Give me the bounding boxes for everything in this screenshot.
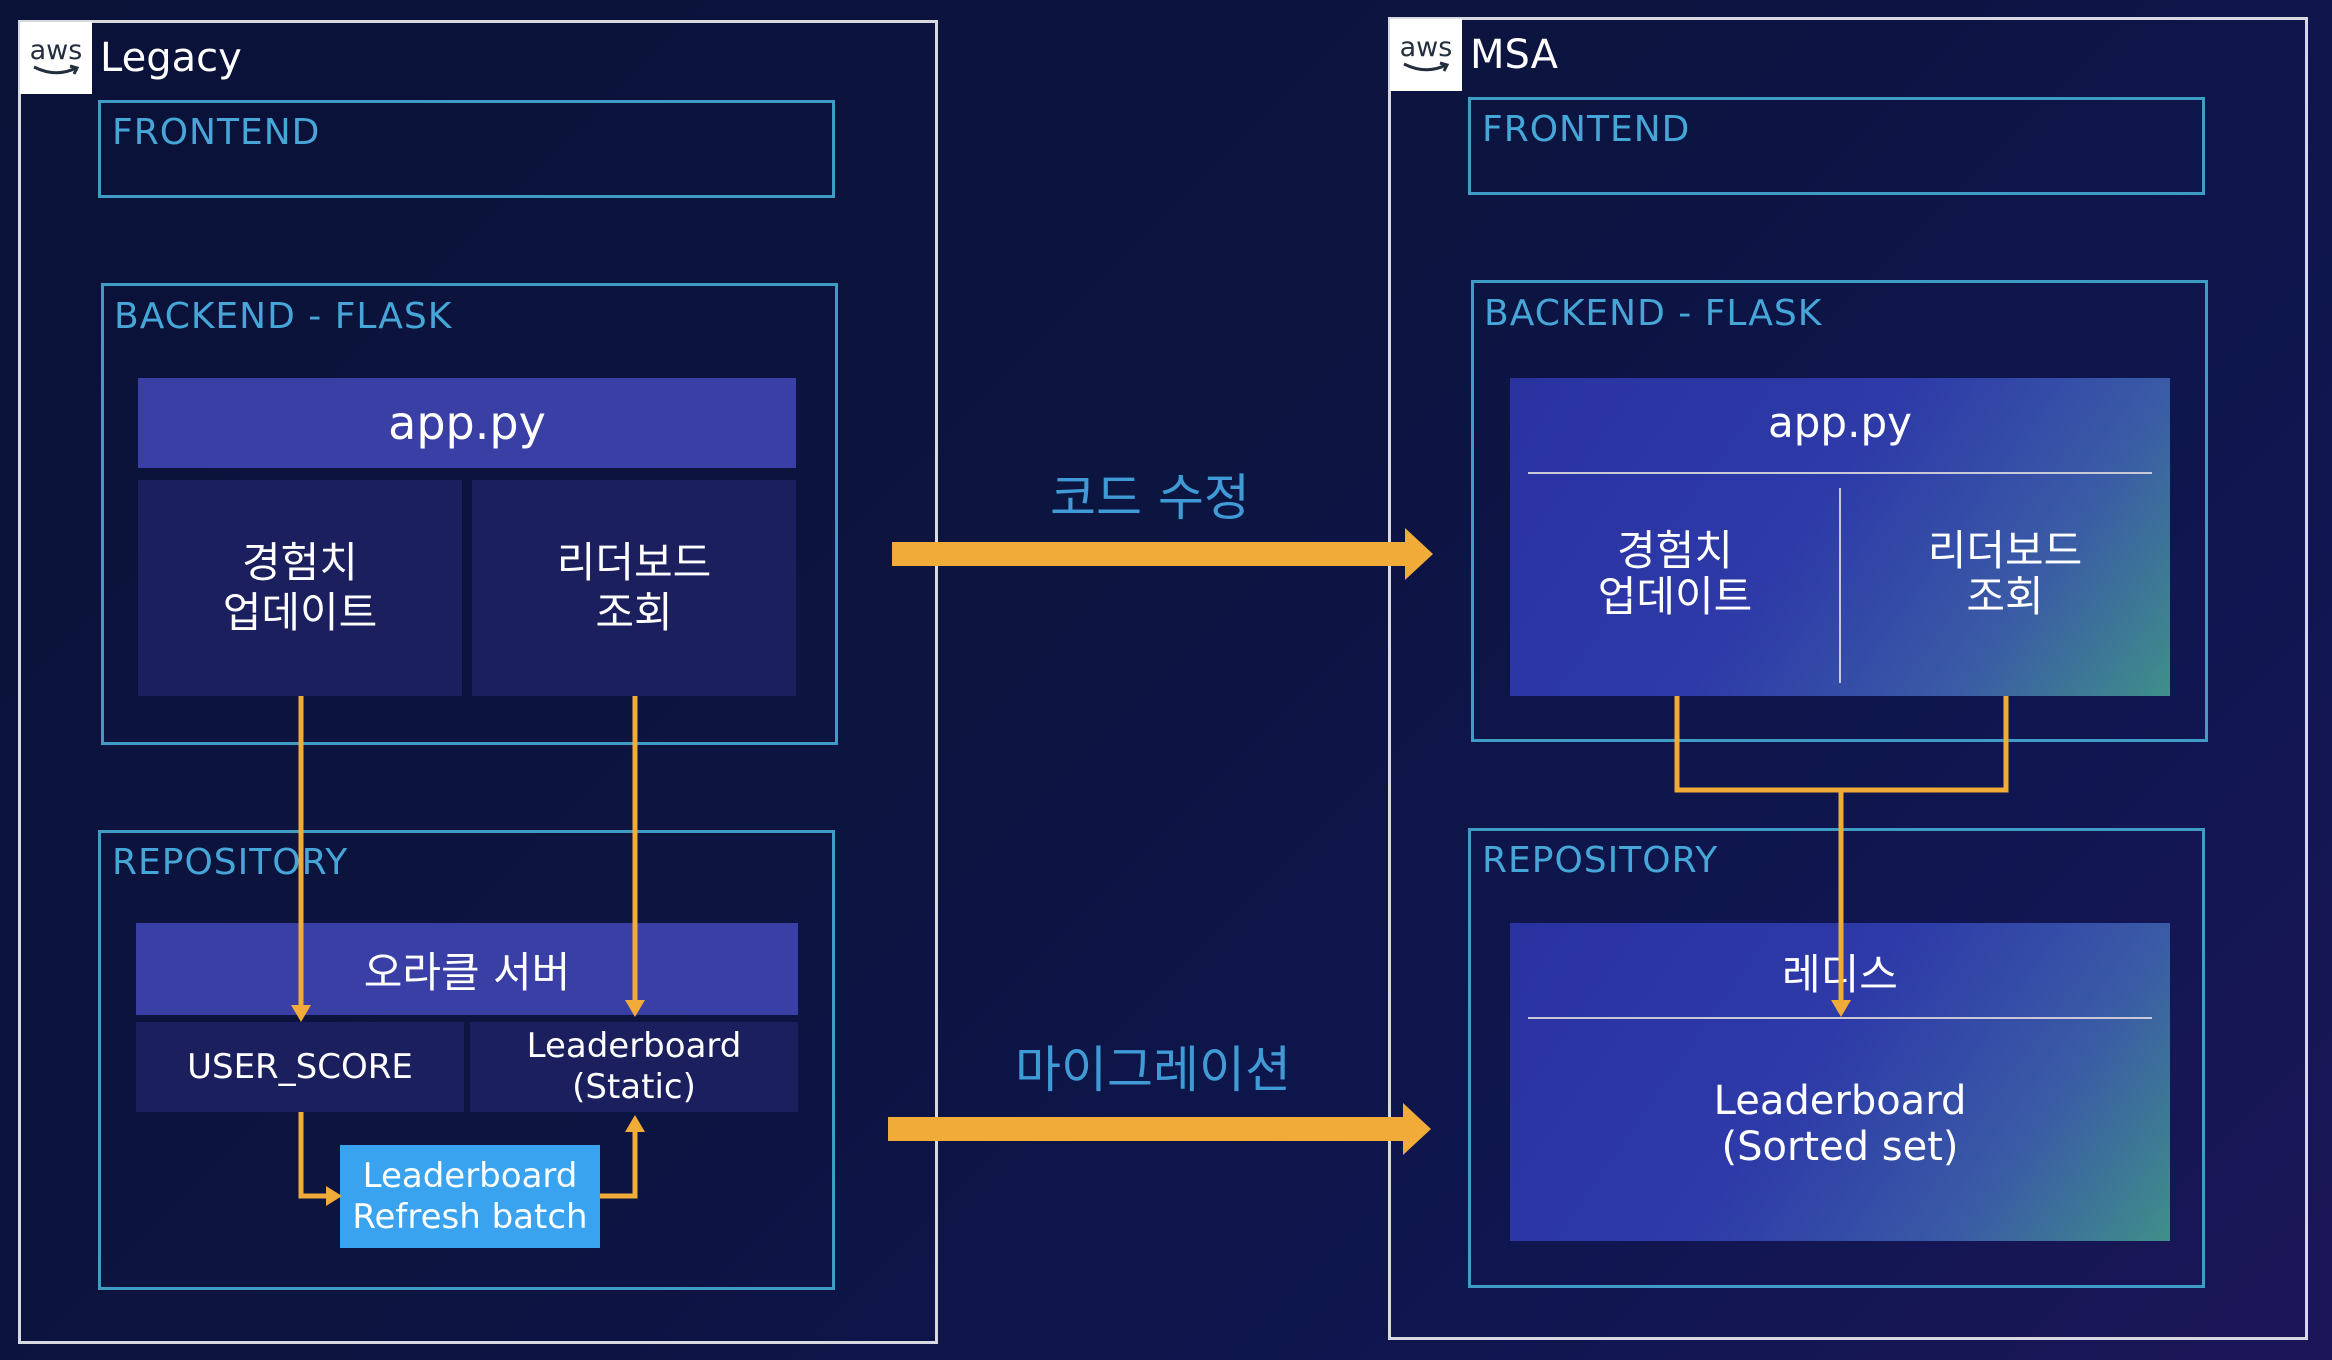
msa-app-divider — [1528, 472, 2152, 474]
legacy-leaderboard-query-label: 리더보드 조회 — [556, 538, 712, 637]
msa-frontend-section — [1468, 97, 2205, 195]
msa-title: MSA — [1470, 32, 1559, 78]
user-score-label: USER_SCORE — [187, 1047, 413, 1087]
migration-arrow-shaft — [888, 1117, 1410, 1141]
legacy-repository-section — [98, 830, 835, 1290]
leaderboard-static-table: Leaderboard (Static) — [470, 1022, 798, 1112]
legacy-backend-label: BACKEND - FLASK — [114, 296, 453, 337]
user-score-table: USER_SCORE — [136, 1022, 464, 1112]
msa-repository-section — [1468, 828, 2205, 1288]
legacy-app-box: app.py — [138, 378, 796, 468]
msa-panel — [1388, 17, 2308, 1340]
msa-backend-section — [1471, 280, 2208, 742]
arrowhead-static — [625, 1000, 645, 1017]
msa-leaderboard-query-label: 리더보드 조회 — [1927, 526, 2083, 621]
msa-app-box: app.py 경험치 업데이트 리더보드 조회 — [1510, 378, 2170, 696]
oracle-server-label: 오라클 서버 — [363, 947, 571, 997]
aws-logo-legacy: aws — [20, 22, 92, 94]
connector-batch-to-static — [600, 1130, 638, 1199]
arrowhead-userscore — [291, 1005, 311, 1022]
legacy-frontend-section — [98, 100, 835, 198]
msa-frontend-label: FRONTEND — [1482, 109, 1691, 150]
legacy-exp-update-label: 경험치 업데이트 — [222, 538, 378, 637]
legacy-app-label: app.py — [388, 396, 546, 450]
redis-box: 레디스 Leaderboard (Sorted set) — [1510, 923, 2170, 1241]
legacy-panel — [18, 20, 938, 1344]
legacy-backend-section — [101, 283, 838, 745]
legacy-repository-label: REPOSITORY — [112, 842, 349, 883]
arrowhead-static-up — [625, 1115, 645, 1132]
legacy-exp-update-cell: 경험치 업데이트 — [138, 480, 462, 696]
aws-smile-icon — [1403, 61, 1450, 72]
aws-logo-msa: aws — [1390, 19, 1462, 91]
aws-logo-text: aws — [1399, 32, 1453, 63]
msa-backend-label: BACKEND - FLASK — [1484, 293, 1823, 334]
redis-divider — [1528, 1017, 2152, 1019]
msa-repository-label: REPOSITORY — [1482, 840, 1719, 881]
msa-exp-update-label: 경험치 업데이트 — [1597, 526, 1753, 621]
connector-userscore-to-batch — [298, 1112, 328, 1199]
migration-label: 마이그레이션 — [1015, 1041, 1291, 1099]
aws-logo-text: aws — [29, 35, 83, 66]
arrowhead-batch — [326, 1186, 342, 1206]
aws-smile-icon — [33, 64, 80, 75]
msa-app-vdivider — [1839, 488, 1841, 683]
code-change-label: 코드 수정 — [1050, 469, 1250, 527]
connector-msa-bracket — [1674, 696, 2009, 793]
leaderboard-refresh-batch-label: Leaderboard Refresh batch — [352, 1155, 588, 1237]
migration-arrow-head — [1403, 1103, 1431, 1155]
msa-app-label: app.py — [1768, 398, 1912, 447]
leaderboard-sorted-label: Leaderboard (Sorted set) — [1713, 1078, 1967, 1170]
legacy-leaderboard-query-cell: 리더보드 조회 — [472, 480, 796, 696]
legacy-title: Legacy — [100, 35, 242, 81]
code-change-arrow-head — [1405, 528, 1433, 580]
leaderboard-refresh-batch: Leaderboard Refresh batch — [340, 1145, 600, 1248]
code-change-arrow-shaft — [892, 542, 1412, 566]
arrowhead-redis — [1831, 1000, 1851, 1017]
legacy-frontend-label: FRONTEND — [112, 112, 321, 153]
leaderboard-static-label: Leaderboard (Static) — [526, 1026, 742, 1107]
oracle-server-box: 오라클 서버 — [136, 923, 798, 1015]
